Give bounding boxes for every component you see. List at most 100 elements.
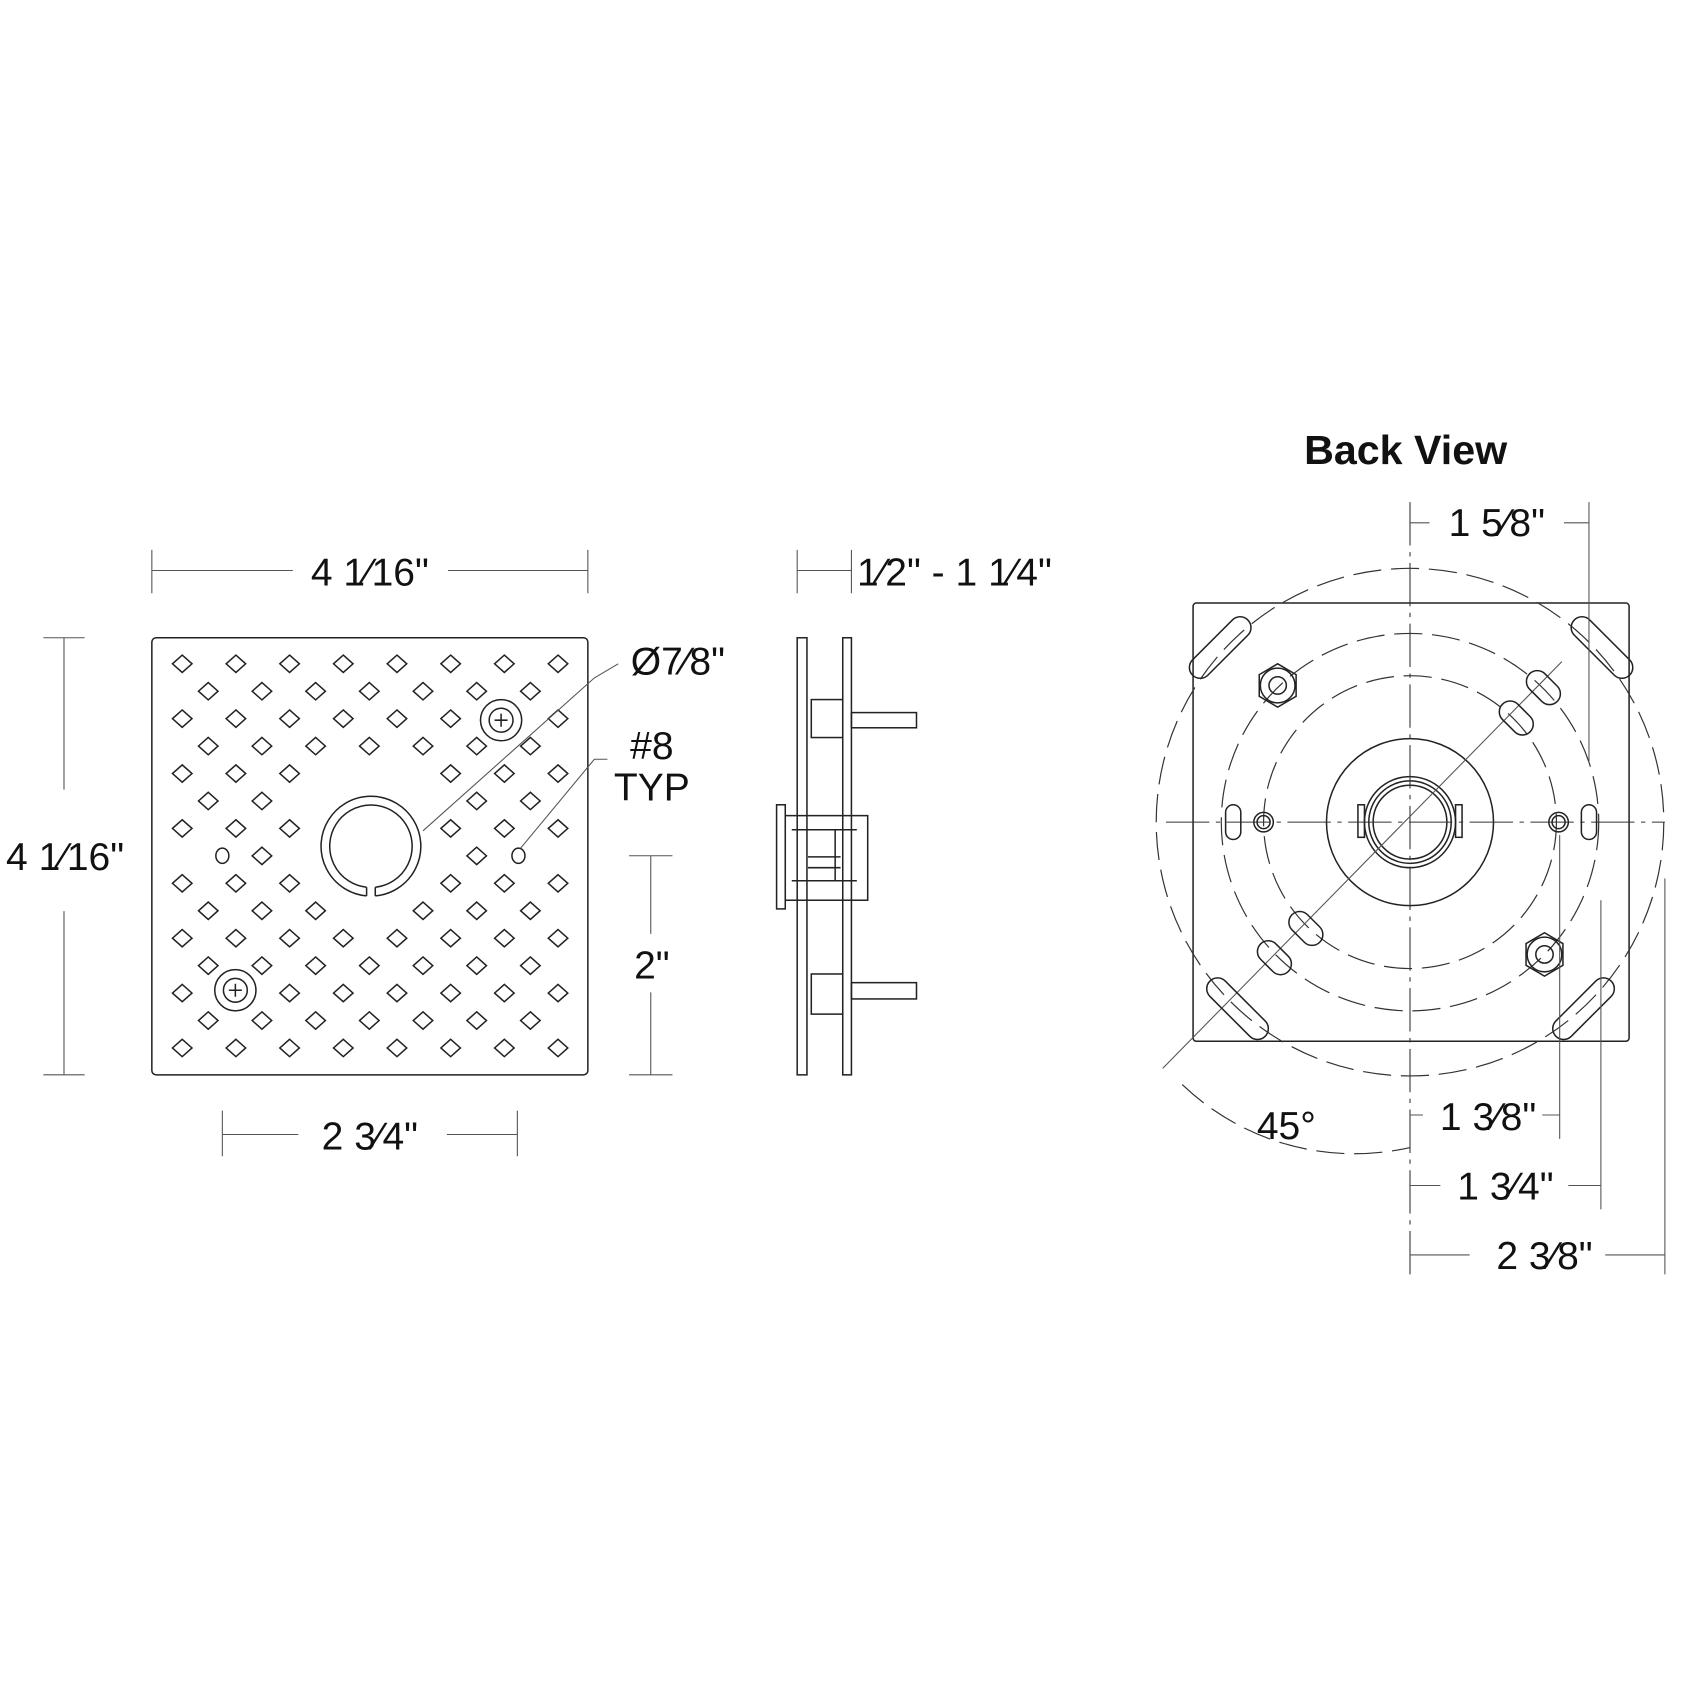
perforation-diamond [197,955,220,976]
dimension-1-3-4: 1 3⁄4" [1457,1166,1553,1209]
perforation-diamond [412,736,434,756]
perforation-diamond [493,983,516,1003]
perforation-diamond [493,654,516,674]
perforation-diamond [251,736,273,756]
mounting-hole [215,847,230,865]
side-view: 1⁄2" - 1 1⁄4" [775,549,1052,1076]
perforation-diamond [358,1010,381,1031]
perforation-diamond [278,873,301,894]
perforation-diamond [171,818,194,839]
perforation-diamond [439,1038,462,1058]
width-dimension: 4 1⁄16" [311,552,429,595]
screw-icon [479,698,523,742]
perforation-diamond [519,955,542,976]
perforation-diamond [251,1010,273,1031]
perforation-diamond [493,928,516,948]
perforation-diamond [439,763,462,784]
perforation-diamond [547,654,569,674]
perforation-diamond [358,736,381,756]
perforation-diamond [386,983,408,1003]
perforation-diamond [465,736,488,756]
dimension-1-3-8: 1 3⁄8" [1440,1096,1536,1139]
perforation-diamond [171,654,194,674]
perforation-diamond [439,708,462,729]
perforation-diamond [465,1010,488,1031]
perforation-diamond [251,791,273,811]
perforation-diamond [465,791,488,811]
diagonal-slots [1224,669,1598,976]
bottom-dimension: 2 3⁄4" [322,1116,418,1159]
perforation-diamond [224,763,247,784]
perforation-diamond [278,654,301,674]
perforation-diamond [412,681,434,701]
perforation-diamond [197,1010,220,1031]
perforation-diamond [519,736,542,756]
perforation-diamond [278,818,301,839]
perforation-diamond [171,983,194,1003]
perforation-diamond [278,763,301,784]
perforation-diamond [251,901,273,921]
perforation-diamond [332,928,355,948]
perforation-diamond [224,654,247,674]
perforation-diamond [304,901,327,921]
perforation-diamond [493,763,516,784]
screw-icon [213,968,257,1012]
dimension-2-3-8: 2 3⁄8" [1496,1235,1592,1278]
perforation-diamond [304,681,327,701]
perforation-diamond [278,708,301,729]
perforation-diamond [278,928,301,948]
perforation-diamond [547,708,569,729]
hex-nut-icon [1258,662,1297,709]
perforation-diamond [332,983,355,1003]
perforation-diamond [412,1010,434,1031]
back-view: Back View [1155,427,1666,1278]
diamond-perforations [171,654,569,1058]
perforation-diamond [197,791,220,811]
mounting-hole [511,847,526,865]
back-view-title: Back View [1304,427,1508,473]
perforation-diamond [171,1038,194,1058]
corner-slots [1188,615,1634,1041]
screw-typ-label: TYP [614,766,690,809]
perforation-diamond [224,708,247,729]
perforation-diamond [547,1038,569,1058]
perforation-diamond [304,955,327,976]
perforation-diamond [332,654,355,674]
perforation-diamond [547,763,569,784]
perforation-diamond [332,1038,355,1058]
perforation-diamond [465,681,488,701]
perforation-diamond [171,928,194,948]
perforation-diamond [304,736,327,756]
perforation-diamond [547,928,569,948]
perforation-diamond [547,818,569,839]
perforation-diamond [278,983,301,1003]
hex-nut-icon [1525,931,1564,978]
spacing-dimension: 2" [634,944,670,987]
height-dimension: 4 1⁄16" [6,836,124,879]
perforation-diamond [519,791,542,811]
perforation-diamond [304,1010,327,1031]
perforation-diamond [251,846,273,866]
perforation-diamond [224,928,247,948]
front-plate [151,636,589,1076]
perforation-diamond [224,1038,247,1058]
perforation-diamond [465,955,488,976]
perforation-diamond [224,873,247,894]
perforation-diamond [171,873,194,894]
perforation-diamond [439,983,462,1003]
perforation-diamond [386,654,408,674]
perforation-diamond [465,901,488,921]
perforation-diamond [386,928,408,948]
perforation-diamond [358,955,381,976]
perforation-diamond [171,763,194,784]
perforation-diamond [412,955,434,976]
perforation-diamond [171,708,194,729]
perforation-diamond [332,708,355,729]
perforation-diamond [547,873,569,894]
top-dimension: 1 5⁄8" [1449,502,1545,545]
perforation-diamond [278,1038,301,1058]
perforation-diamond [439,654,462,674]
perforation-diamond [519,681,542,701]
perforation-diamond [197,901,220,921]
